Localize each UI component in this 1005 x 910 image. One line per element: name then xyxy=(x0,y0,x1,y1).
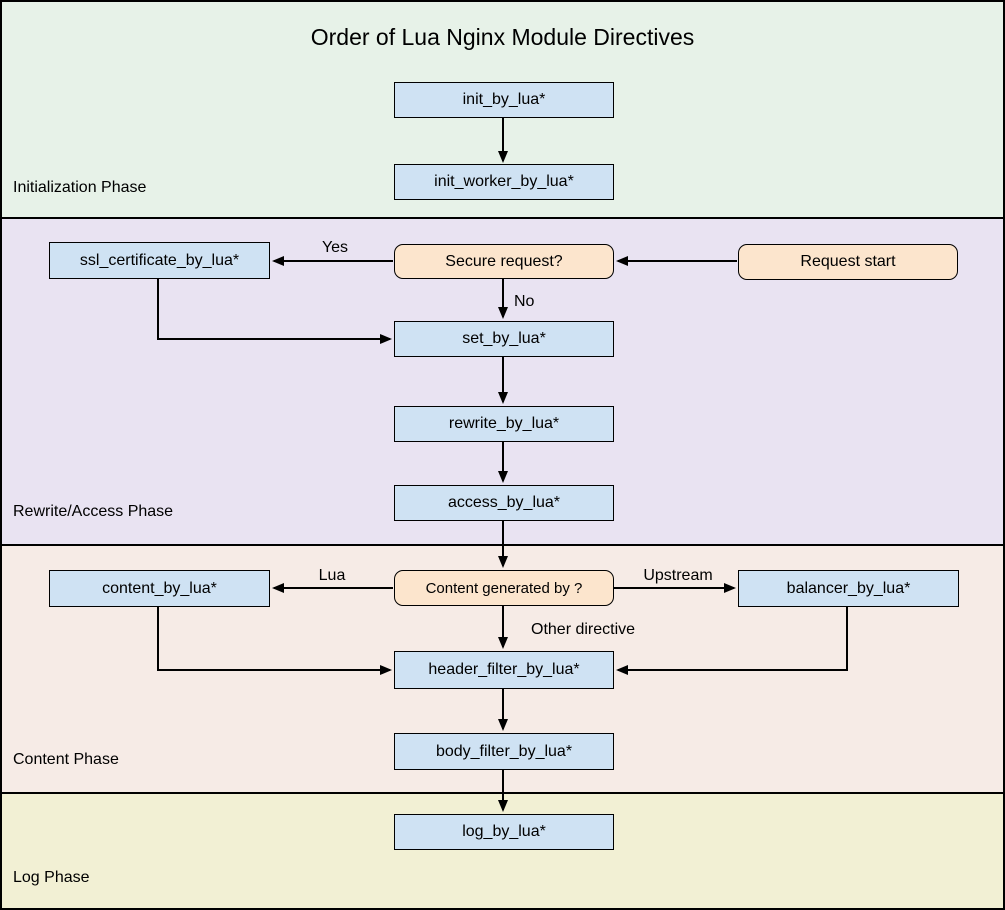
edge-label-lua: Lua xyxy=(318,567,346,584)
node-access-by-lua: access_by_lua* xyxy=(394,485,614,521)
edge-label-yes: Yes xyxy=(321,239,349,256)
node-init-by-lua: init_by_lua* xyxy=(394,82,614,118)
edge-label-other-directive: Other directive xyxy=(531,621,636,638)
node-body-filter-by-lua: body_filter_by_lua* xyxy=(394,733,614,770)
diagram-title: Order of Lua Nginx Module Directives xyxy=(310,24,695,50)
edge-label-no: No xyxy=(514,293,535,310)
node-rewrite-by-lua: rewrite_by_lua* xyxy=(394,406,614,442)
phase-band-log xyxy=(2,792,1003,908)
phase-label-log: Log Phase xyxy=(13,869,90,886)
node-set-by-lua: set_by_lua* xyxy=(394,321,614,357)
edge-label-upstream: Upstream xyxy=(643,567,713,584)
node-content-by-lua: content_by_lua* xyxy=(49,570,270,607)
phase-label-rewrite-access: Rewrite/Access Phase xyxy=(13,503,174,520)
phase-label-content: Content Phase xyxy=(13,751,119,768)
node-ssl-certificate-by-lua: ssl_certificate_by_lua* xyxy=(49,242,270,279)
phase-label-initialization: Initialization Phase xyxy=(13,179,147,196)
node-secure-request: Secure request? xyxy=(394,244,614,279)
node-balancer-by-lua: balancer_by_lua* xyxy=(738,570,959,607)
node-log-by-lua: log_by_lua* xyxy=(394,814,614,850)
node-request-start: Request start xyxy=(738,244,958,280)
node-header-filter-by-lua: header_filter_by_lua* xyxy=(394,651,614,689)
node-init-worker-by-lua: init_worker_by_lua* xyxy=(394,164,614,200)
node-content-generated-by: Content generated by ? xyxy=(394,570,614,606)
